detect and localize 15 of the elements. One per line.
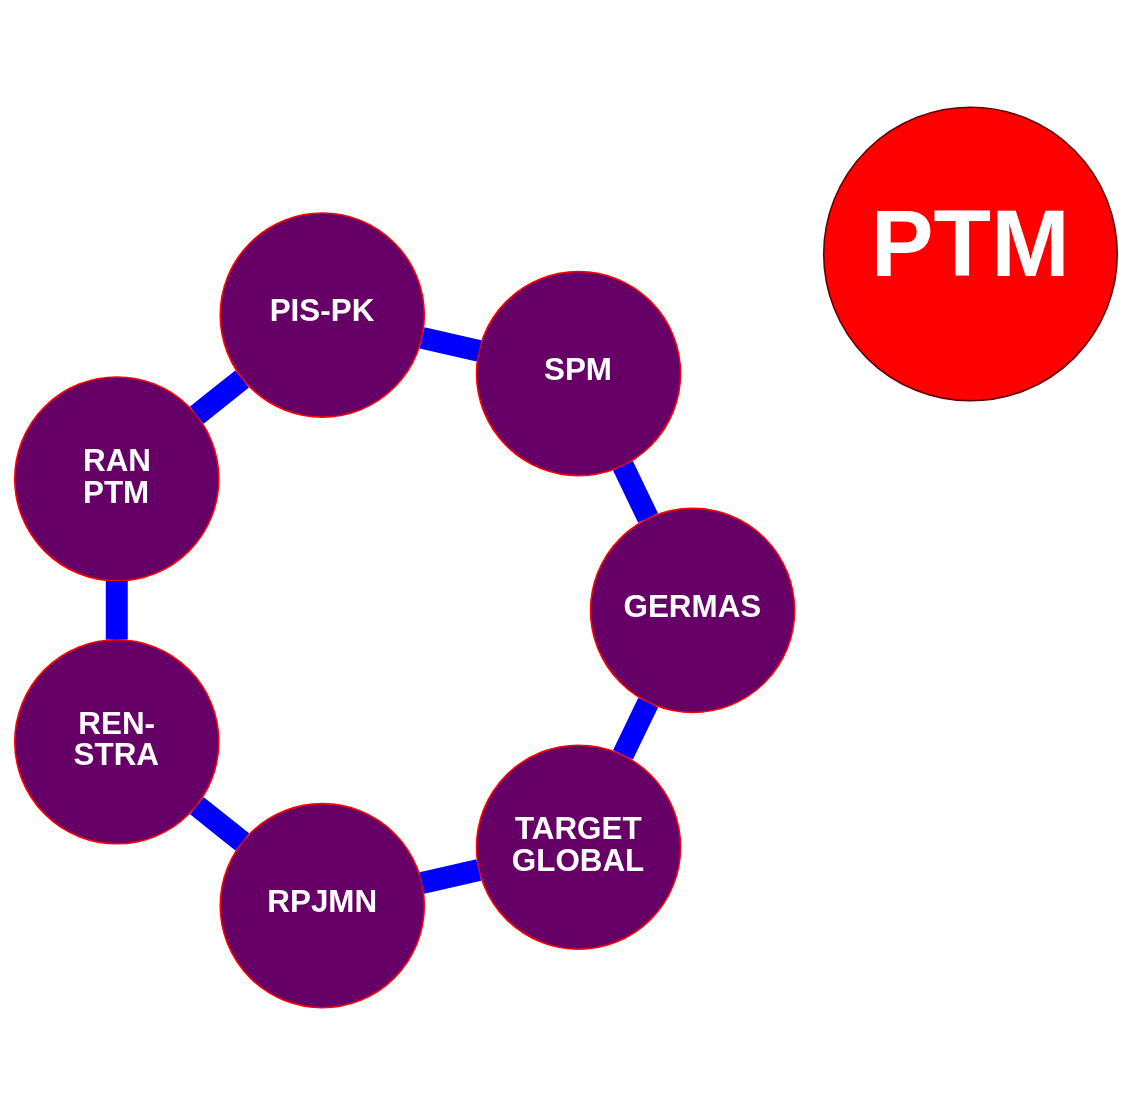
node-circle: PTM [822,106,1119,402]
node-circle: REN- STRA [13,639,220,845]
connector [105,581,128,640]
node-circle: SPM [475,270,682,477]
node-circle: GERMAS [589,507,796,714]
node-circle: PIS-PK [219,212,426,418]
connector [613,461,658,523]
node-circle: RPJMN [219,802,426,1009]
connector [190,797,250,851]
node-circle: RAN PTM [13,376,220,582]
connector [419,859,482,894]
connector [189,370,249,424]
connector [419,327,482,362]
node-circle: TARGET GLOBAL [475,744,682,950]
connector [613,697,659,760]
